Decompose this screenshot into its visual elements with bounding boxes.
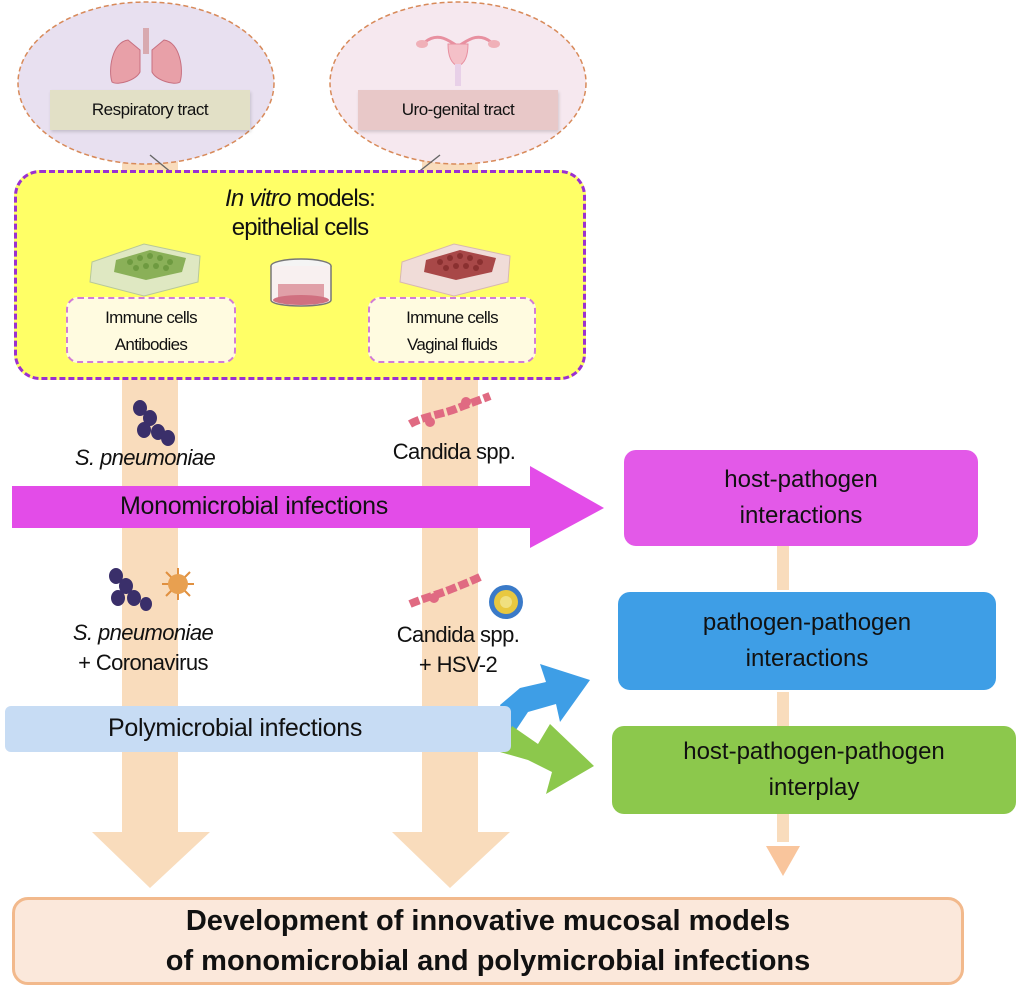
monomicrobial-arrow xyxy=(12,466,604,548)
candida-co-icon xyxy=(408,572,484,608)
host-pathogen-line1: host-pathogen xyxy=(724,466,878,493)
pathogen-pathogen-line2: interactions xyxy=(745,645,869,672)
antibodies-label: Antibodies xyxy=(114,335,188,354)
polymicrobial-infections-bar xyxy=(5,706,511,752)
immune-cells-left: Immune cells xyxy=(105,308,197,327)
conclusion-line2: of monomicrobial and polymicrobial infec… xyxy=(165,945,811,977)
in-vitro-italic: In vitro xyxy=(225,185,291,212)
conclusion-line1: Development of innovative mucosal models xyxy=(185,905,791,937)
interplay-line2: interplay xyxy=(768,774,860,801)
candida-icon xyxy=(408,392,492,428)
host-pathogen-box: host-pathogen interactions xyxy=(624,450,978,546)
s-pneumoniae-label: S. pneumoniae xyxy=(40,443,250,473)
coronavirus-icon xyxy=(162,568,194,600)
pathogen-pathogen-line1: pathogen-pathogen xyxy=(702,609,912,636)
vaginal-fluids-label: Vaginal fluids xyxy=(406,335,498,354)
coronavirus-text: + Coronavirus xyxy=(78,650,208,675)
interplay-line1: host-pathogen-pathogen xyxy=(683,738,945,765)
hsv-icon xyxy=(489,585,523,619)
bacteria-co-icon xyxy=(109,568,152,611)
immune-box-right: Immune cells Vaginal fluids xyxy=(368,297,536,363)
immune-box-left: Immune cells Antibodies xyxy=(66,297,236,363)
pathogen-pathogen-box: pathogen-pathogen interactions xyxy=(618,592,996,690)
monomicrobial-infections-label: Monomicrobial infections xyxy=(120,492,388,520)
candida-hsv-label: Candida spp. + HSV-2 xyxy=(368,620,548,680)
candida-co-text: Candida spp. xyxy=(396,622,520,647)
epithelial-cells-text: epithelial cells xyxy=(231,214,369,241)
conclusion-text: Development of innovative mucosal models… xyxy=(12,897,964,981)
s-pneumoniae-coronavirus-label: S. pneumoniae + Coronavirus xyxy=(36,618,250,678)
respiratory-epithelium-icon xyxy=(89,243,201,297)
polymicrobial-infections-label: Polymicrobial infections xyxy=(108,714,363,742)
in-vitro-title: In vitro models: epithelial cells xyxy=(150,184,450,242)
bacteria-icon xyxy=(133,400,175,446)
uterus-icon xyxy=(416,35,500,86)
in-vitro-models-text: models: xyxy=(290,185,376,212)
host-pathogen-line2: interactions xyxy=(739,502,863,529)
respiratory-ellipse xyxy=(17,1,275,165)
pathogen-arrow xyxy=(500,664,590,736)
s-pneumoniae-text: S. pneumoniae xyxy=(74,445,216,470)
transwell-insert-icon xyxy=(270,258,332,307)
interplay-arrow xyxy=(500,724,594,794)
candida-text: Candida spp. xyxy=(392,439,516,464)
s-pneumoniae-co-text: S. pneumoniae xyxy=(72,620,214,645)
lungs-icon xyxy=(110,28,182,84)
candida-label: Candida spp. xyxy=(364,437,544,467)
urogenital-tract-label: Uro-genital tract xyxy=(358,90,558,130)
vaginal-epithelium-icon xyxy=(399,243,511,297)
immune-cells-right: Immune cells xyxy=(406,308,498,327)
interplay-box: host-pathogen-pathogen interplay xyxy=(612,726,1016,814)
conclusion-box xyxy=(12,897,964,985)
hsv-text: + HSV-2 xyxy=(418,652,498,677)
respiratory-tract-label: Respiratory tract xyxy=(50,90,250,130)
